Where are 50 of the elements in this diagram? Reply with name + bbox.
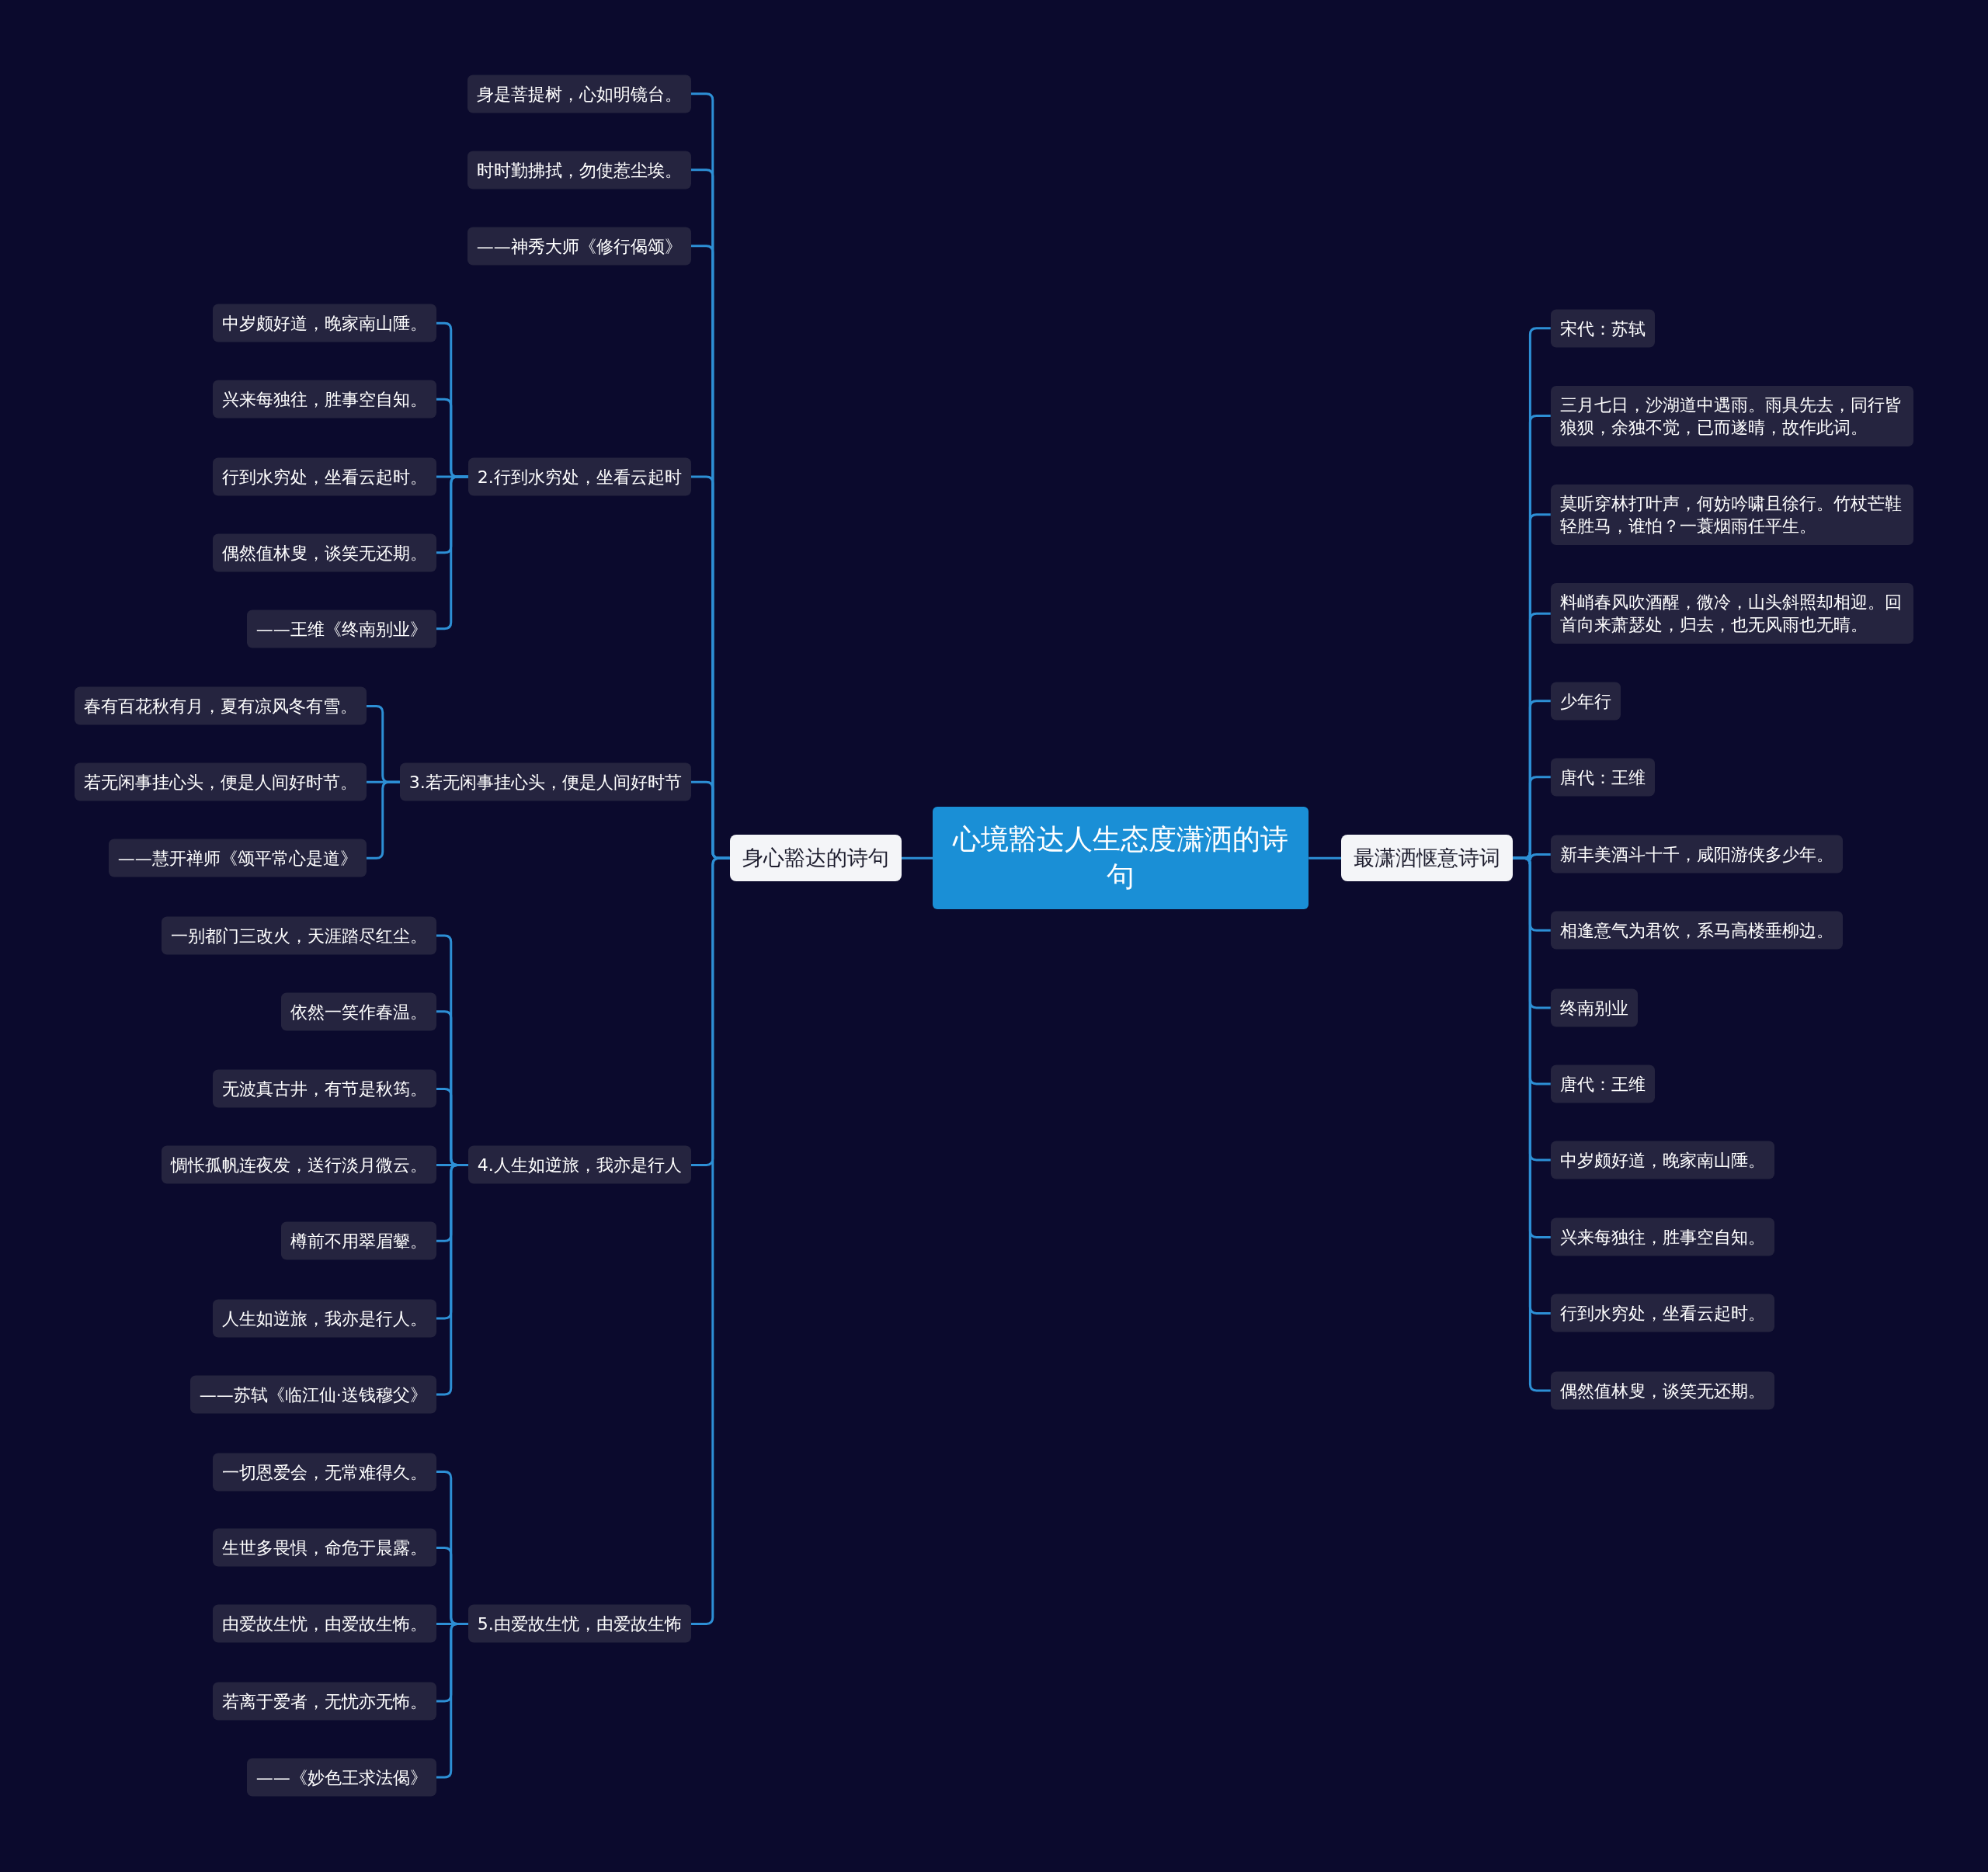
topic-box: 唐代：王维 — [1550, 758, 1655, 797]
connector-line — [901, 856, 933, 860]
topic-box: 三月七日，沙湖道中遇雨。雨具先去，同行皆狼狈，余独不觉，已而遂晴，故作此词。 — [1550, 385, 1913, 446]
branch-topic-box: 身心豁达的诗句 — [729, 835, 902, 882]
topic-box: 依然一笑作春温。 — [280, 992, 436, 1031]
topic-box: ——苏轼《临江仙·送钱穆父》 — [189, 1375, 436, 1414]
topic-box: 新丰美酒斗十千，咸阳游侠多少年。 — [1550, 835, 1843, 873]
topic-box: 终南别业 — [1550, 988, 1638, 1027]
topic-box: 2.行到水穷处，坐看云起时 — [467, 457, 691, 496]
topic-box: 偶然值林叟，谈笑无还期。 — [1550, 1371, 1774, 1410]
connector-line — [436, 1163, 468, 1396]
topic-box: 身是菩提树，心如明镜台。 — [467, 75, 691, 113]
topic-box: 料峭春风吹酒醒，微冷，山头斜照却相迎。回首向来萧瑟处，归去，也无风雨也无晴。 — [1550, 583, 1913, 644]
connector-line — [1309, 856, 1342, 860]
connector-line — [436, 1622, 468, 1779]
topic-box: 5.由爱故生忧，由爱故生怖 — [467, 1604, 691, 1643]
topic-box: 无波真古井，有节是秋筠。 — [212, 1069, 436, 1108]
topic-box: 行到水穷处，坐看云起时。 — [1550, 1294, 1774, 1332]
connector-line — [436, 475, 468, 630]
branch-topic-box: 最潇洒惬意诗词 — [1341, 835, 1514, 882]
topic-box: 春有百花秋有月，夏有凉风冬有雪。 — [74, 686, 367, 725]
topic-box: 惆怅孤帆连夜发，送行淡月微云。 — [161, 1145, 436, 1184]
topic-box: 宋代：苏轼 — [1550, 309, 1655, 348]
topic-box: ——慧开禅师《颂平常心是道》 — [108, 839, 367, 877]
topic-box: ——《妙色王求法偈》 — [246, 1758, 436, 1797]
topic-box: 兴来每独往，胜事空自知。 — [212, 380, 436, 419]
topic-box: 相逢意气为君饮，系马高楼垂柳边。 — [1550, 911, 1843, 950]
topic-box: 偶然值林叟，谈笑无还期。 — [212, 533, 436, 572]
topic-box: 一切恩爱会，无常难得久。 — [212, 1453, 436, 1491]
topic-box: 唐代：王维 — [1550, 1065, 1655, 1103]
topic-box: 4.人生如逆旅，我亦是行人 — [467, 1145, 691, 1184]
topic-box: 生世多畏惧，命危于晨露。 — [212, 1528, 436, 1567]
topic-box: 若离于爱者，无忧亦无怖。 — [212, 1682, 436, 1721]
topic-box: 中岁颇好道，晚家南山陲。 — [1550, 1141, 1774, 1179]
topic-box: 人生如逆旅，我亦是行人。 — [212, 1299, 436, 1338]
topic-box: 行到水穷处，坐看云起时。 — [212, 457, 436, 496]
topic-box: 樽前不用翠眉颦。 — [280, 1221, 436, 1260]
topic-box: ——神秀大师《修行偈颂》 — [467, 227, 691, 266]
topic-box: 时时勤拂拭，勿使惹尘埃。 — [467, 151, 691, 189]
topic-box: 少年行 — [1550, 682, 1621, 721]
topic-box: 中岁颇好道，晚家南山陲。 — [212, 304, 436, 342]
topic-box: 一别都门三改火，天涯踏尽红尘。 — [161, 916, 436, 955]
topic-box: 若无闲事挂心头，便是人间好时节。 — [74, 762, 367, 801]
connector-line — [366, 780, 400, 860]
topic-box: ——王维《终南别业》 — [246, 610, 436, 648]
topic-box: 莫听穿林打叶声，何妨吟啸且徐行。竹杖芒鞋轻胜马，谁怕？一蓑烟雨任平生。 — [1550, 484, 1913, 545]
topic-box: 3.若无闲事挂心头，便是人间好时节 — [399, 762, 691, 801]
central-topic-box: 心境豁达人生态度潇洒的诗句 — [933, 807, 1309, 910]
topic-box: 兴来每独往，胜事空自知。 — [1550, 1217, 1774, 1256]
topic-box: 由爱故生忧，由爱故生怖。 — [212, 1604, 436, 1643]
